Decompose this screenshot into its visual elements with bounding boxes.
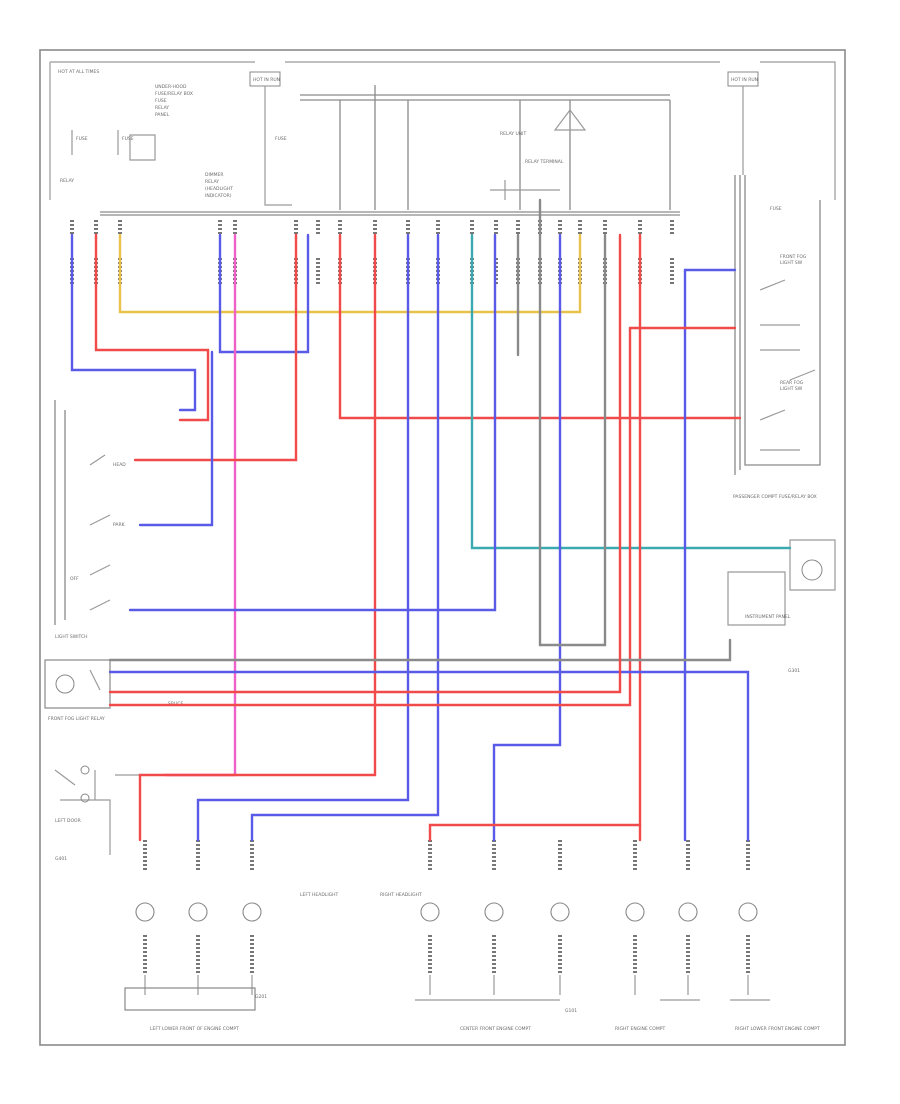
lamp-bulb xyxy=(550,840,570,995)
fuse-note-1: UNDER-HOOD xyxy=(155,84,187,90)
fuse-text-a: FUSE xyxy=(76,136,88,142)
relay-note-1: DIMMER xyxy=(205,172,224,178)
red-wire xyxy=(138,233,377,842)
relay-note-4: INDICATOR) xyxy=(205,193,232,199)
fuse-label-r: FUSE xyxy=(770,206,782,212)
lamp-bulb xyxy=(242,840,262,995)
lamps xyxy=(135,840,758,995)
lamp-bulb xyxy=(188,840,208,995)
left-lower-switch: LEFT DOOR G401 xyxy=(54,765,200,862)
light-switch-label: LIGHT SWITCH xyxy=(55,634,88,640)
switch-label-r2: LIGHT SW xyxy=(780,260,803,266)
relay-note-3: (HEADLIGHT xyxy=(205,186,233,192)
blue-wire xyxy=(218,233,310,354)
hot-run-left-label: HOT IN RUN xyxy=(253,77,280,83)
relay-coil-icon xyxy=(55,674,75,694)
blue-wire xyxy=(128,233,497,612)
fuse-text-b: FUSE xyxy=(122,136,134,142)
right-engine-label: RIGHT ENGINE COMPT xyxy=(615,1026,665,1032)
hot-in-run-left: HOT IN RUN FUSE xyxy=(249,71,292,206)
instrument-panel-label: INSTRUMENT PANEL xyxy=(745,614,791,620)
left-lower-label: LEFT LOWER FRONT OF ENGINE COMPT xyxy=(150,1026,239,1032)
blue-wire xyxy=(250,233,440,842)
light-switch: HEAD PARK OFF LIGHT SWITCH xyxy=(54,400,126,640)
blue-wire xyxy=(492,233,562,842)
ls-position-2: PARK xyxy=(113,522,126,528)
fog-relay-label: FRONT FOG LIGHT RELAY xyxy=(48,716,105,722)
lamp-bulb xyxy=(420,840,440,995)
blue-wire xyxy=(108,670,750,842)
lamp-bulb xyxy=(678,840,698,995)
relay-note-2: RELAY xyxy=(205,179,219,185)
red-wire xyxy=(428,233,642,842)
passenger-junction-label: PASSENGER COMPT FUSE/RELAY BOX xyxy=(733,494,817,500)
right-lower-label: RIGHT LOWER FRONT ENGINE COMPT xyxy=(735,1026,820,1032)
switch-label-r1: FRONT FOG xyxy=(780,254,807,260)
pink-wire xyxy=(163,233,237,777)
lamp-bulb xyxy=(625,840,645,995)
blue-wire xyxy=(196,233,410,842)
fuse-label-l1: FUSE xyxy=(275,136,287,142)
fuse-note-2: FUSE/RELAY BOX xyxy=(155,91,193,97)
relay-terminal-label: RELAY TERMINAL xyxy=(525,159,564,165)
switch-label-r3: REAR FOG xyxy=(780,380,804,386)
wires xyxy=(70,198,792,842)
fuse-box-region: HOT AT ALL TIMES UNDER-HOOD FUSE/RELAY B… xyxy=(49,61,836,200)
red-wire xyxy=(108,326,632,707)
blue-wire xyxy=(70,233,197,412)
hot-in-run-right: HOT IN RUN xyxy=(727,71,759,175)
hot-at-all-times-label: HOT AT ALL TIMES xyxy=(58,69,99,75)
ground-left-label: G201 xyxy=(255,994,267,1000)
indicator-lamp-icon xyxy=(801,559,823,581)
hot-run-right-label: HOT IN RUN xyxy=(731,77,758,83)
red-wire xyxy=(94,233,210,422)
red-wire xyxy=(108,233,622,694)
gray-wire xyxy=(538,198,607,647)
center-front-label: CENTER FRONT ENGINE COMPT xyxy=(460,1026,531,1032)
red-wire xyxy=(133,233,298,462)
switch-label-r4: LIGHT SW xyxy=(780,386,803,392)
ls-position-3: OFF xyxy=(70,576,79,582)
diagram-border xyxy=(39,49,846,1046)
lamp-bulb xyxy=(484,840,504,995)
red-wire xyxy=(338,233,742,420)
relay-text: RELAY xyxy=(60,178,74,184)
lamp-bulb xyxy=(135,840,155,995)
relay-unit-label: RELAY UNIT xyxy=(500,131,526,137)
yellow-wire xyxy=(118,233,582,314)
right-headlight-label: RIGHT HEADLIGHT xyxy=(380,892,422,898)
right-switch-panel: FUSE FRONT FOG LIGHT SW REAR FOG LIGHT S… xyxy=(727,175,836,674)
lamp-bulb xyxy=(738,840,758,995)
ground-center-label: G101 xyxy=(565,1008,577,1014)
ground-right-label: G301 xyxy=(788,668,800,674)
connector-pins xyxy=(70,220,674,285)
top-bus: RELAY UNIT RELAY TERMINAL xyxy=(100,85,680,216)
fuse-note-3: FUSE xyxy=(155,98,167,104)
door-switch-label: LEFT DOOR xyxy=(55,818,81,824)
fuse-note-5: PANEL xyxy=(155,112,170,118)
left-headlight-label: LEFT HEADLIGHT xyxy=(300,892,339,898)
ls-position-1: HEAD xyxy=(113,462,126,468)
blue-wire xyxy=(138,350,214,527)
ground-label-left: G401 xyxy=(55,856,67,862)
gray-wire xyxy=(108,638,732,662)
fuse-note-4: RELAY xyxy=(155,105,169,111)
bottom-labels: LEFT HEADLIGHT RIGHT HEADLIGHT G201 LEFT… xyxy=(124,892,820,1032)
